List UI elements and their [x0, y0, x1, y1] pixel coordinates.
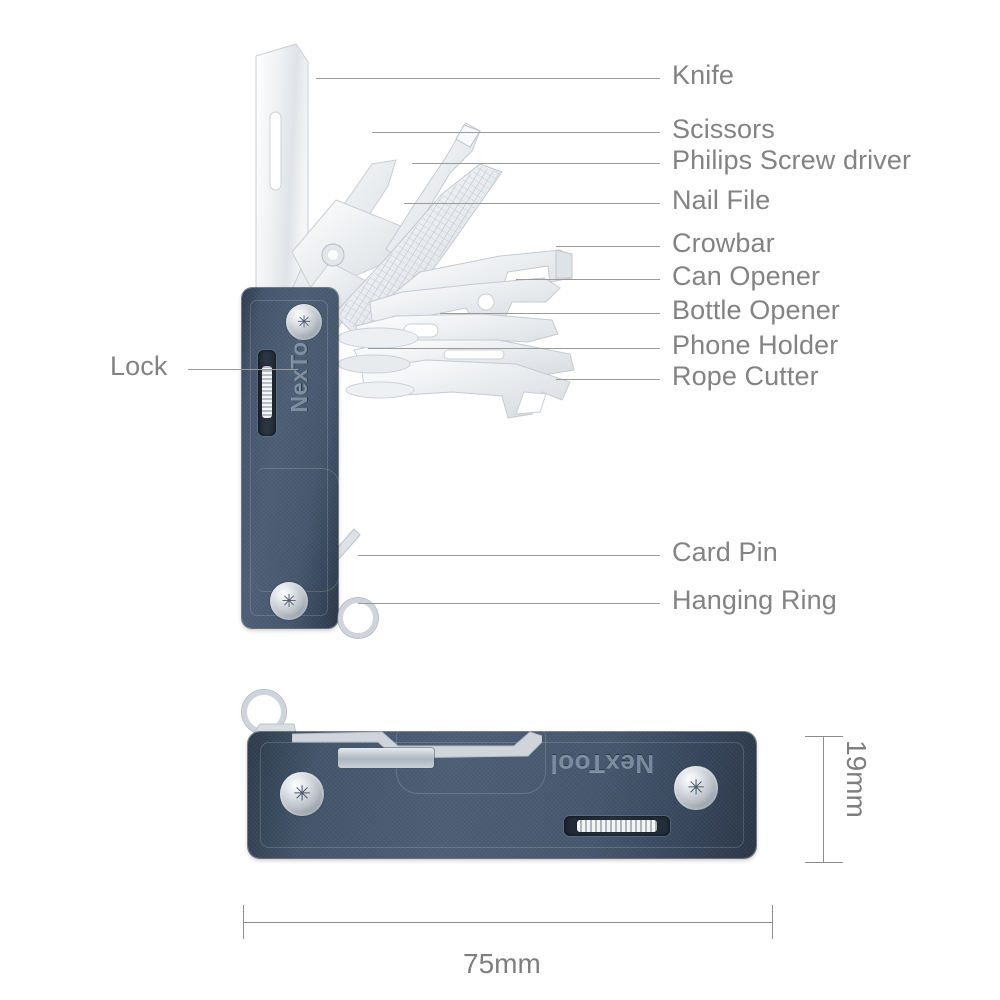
torx-screw-icon: ✳ [270, 582, 308, 620]
torx-glyph: ✳ [687, 776, 705, 800]
knife-blade [250, 42, 314, 322]
callout-label-lock: Lock [110, 351, 168, 381]
tool-stubs [330, 310, 450, 420]
dim-cap-height-top [805, 736, 843, 737]
torx-screw-icon: ✳ [280, 772, 324, 816]
torx-glyph: ✳ [281, 591, 297, 611]
torx-glyph: ✳ [296, 312, 312, 332]
leader-scissors [372, 132, 660, 133]
callout-label-bottle-opener: Bottle Opener [672, 295, 840, 325]
lock-slider-icon[interactable] [564, 816, 670, 836]
callout-label-scissors: Scissors [672, 114, 775, 144]
torx-screw-icon: ✳ [674, 766, 718, 810]
folded-tool-illustration: NexTool ✳ ✳ [232, 690, 772, 870]
callout-label-crowbar: Crowbar [672, 228, 775, 258]
torx-screw-icon: ✳ [286, 304, 322, 340]
callout-label-nail-file: Nail File [672, 185, 771, 215]
torx-glyph: ✳ [293, 782, 311, 806]
callout-label-knife: Knife [672, 60, 735, 90]
callout-label-hanging-ring: Hanging Ring [672, 585, 837, 615]
leader-hanging-ring [358, 603, 660, 604]
rope-cutter [356, 352, 576, 432]
exploded-tool-illustration: NexTool ✳ ✳ [80, 20, 700, 660]
leader-phone-holder [368, 348, 660, 349]
dim-line-width [243, 922, 773, 923]
blade-spine-window [338, 748, 434, 768]
leader-philips [412, 163, 660, 164]
tool-handle [242, 288, 340, 628]
lock-slider-icon[interactable] [258, 350, 276, 436]
leader-can-opener [516, 279, 660, 280]
leader-bottle-opener [440, 313, 660, 314]
leader-crowbar [556, 246, 660, 247]
leader-nail-file [404, 203, 660, 204]
callout-label-phone-holder: Phone Holder [672, 330, 839, 360]
leader-card-pin [358, 555, 660, 556]
dim-line-height [823, 736, 824, 862]
leader-lock [188, 369, 298, 370]
dim-cap-height-bottom [805, 862, 843, 863]
dim-cap-width-left [243, 905, 244, 939]
hanging-ring-icon [338, 598, 378, 638]
dim-cap-width-right [772, 905, 773, 939]
callout-label-card-pin: Card Pin [672, 537, 778, 567]
callout-label-philips-screw-driver: Philips Screw driver [672, 145, 912, 175]
leader-knife [316, 78, 660, 79]
leader-rope-cutter [556, 379, 660, 380]
callout-label-rope-cutter: Rope Cutter [672, 361, 819, 391]
callout-label-can-opener: Can Opener [672, 261, 821, 291]
dim-text-width: 75mm [463, 948, 541, 979]
dim-text-height: 19mm [841, 740, 872, 818]
